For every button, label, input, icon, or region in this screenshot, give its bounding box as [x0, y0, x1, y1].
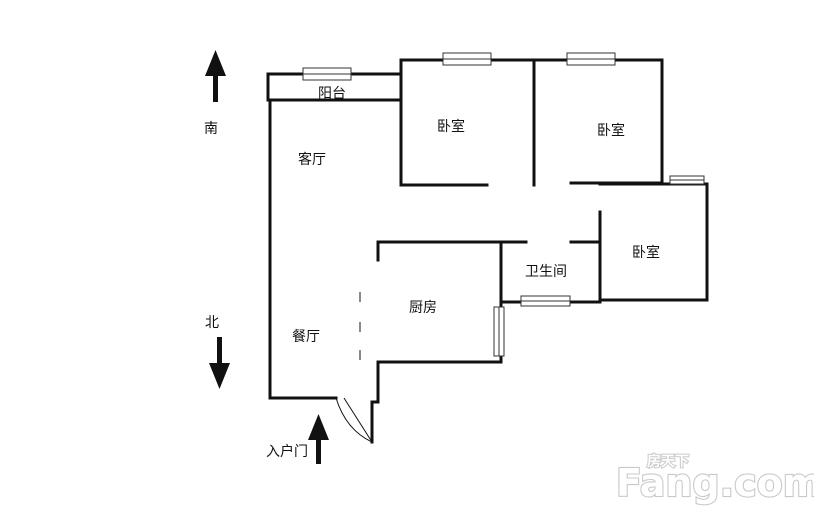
room-label-kitchen: 厨房: [409, 300, 437, 316]
room-label-bathroom: 卫生间: [525, 264, 567, 280]
arrow-up-icon: [205, 50, 226, 102]
room-label-bedroom-3: 卧室: [632, 244, 660, 261]
watermark-brand: Fang.com: [616, 461, 814, 505]
arrow-down-icon: [209, 337, 230, 389]
compass-south-label: 南: [204, 121, 218, 137]
room-label-dining-room: 餐厅: [292, 329, 320, 345]
watermark-logo: Fang.com 房天下: [615, 452, 814, 506]
window-bedroom3: [669, 175, 705, 185]
window-kitchen: [493, 306, 505, 357]
window-bedroom2: [566, 52, 616, 66]
entrance-door-swing: [335, 397, 373, 443]
window-balcony: [302, 67, 352, 81]
window-bathroom: [520, 295, 571, 307]
room-label-balcony: 阳台: [318, 86, 346, 102]
windows: [302, 52, 705, 357]
entrance-label: 入户门: [266, 443, 308, 460]
room-label-bedroom-2: 卧室: [597, 122, 625, 139]
room-label-living-room: 客厅: [298, 151, 326, 168]
window-bedroom1: [442, 52, 492, 66]
compass-north-label: 北: [205, 315, 219, 331]
watermark-small-text: 房天下: [647, 453, 689, 470]
room-label-bedroom-1: 卧室: [437, 118, 465, 135]
entrance-arrow-icon: [308, 414, 329, 464]
